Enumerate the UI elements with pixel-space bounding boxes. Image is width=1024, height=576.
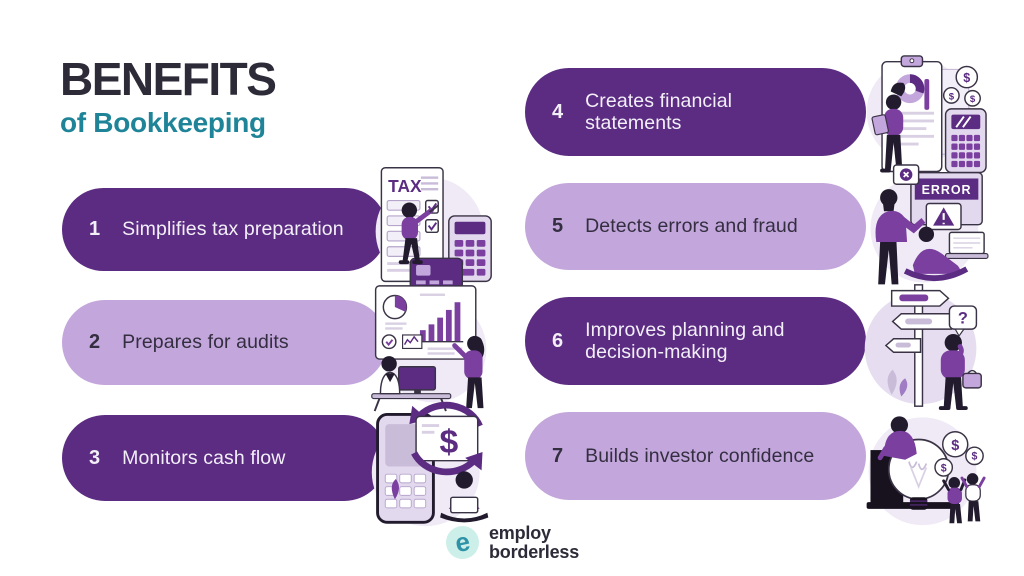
investor-lightbulb-svg: $ $ $	[866, 416, 986, 526]
benefit-item-7: 7 Builds investor confidence $ $ $	[525, 412, 986, 526]
audit-presentation-illustration	[366, 282, 496, 412]
benefit-number-7: 7	[552, 444, 564, 467]
dollar-glyph: $	[439, 423, 458, 461]
benefit-label-7: Builds investor confidence	[585, 444, 815, 467]
audit-presentation-svg	[371, 285, 487, 412]
dollar-glyph: $	[963, 71, 970, 85]
dollar-glyph: $	[941, 462, 947, 474]
page-subtitle: of Bookkeeping	[60, 107, 266, 138]
dollar-glyph: $	[972, 451, 978, 463]
logo-line-1: employ	[489, 523, 551, 543]
tax-documents-illustration: TAX	[366, 162, 496, 292]
benefit-item-2: 2 Prepares for audits	[62, 285, 487, 412]
benefit-number-5: 5	[552, 215, 564, 237]
benefit-label-6: Improves planning and decision-making	[585, 318, 785, 363]
investor-lightbulb-illustration: $ $ $	[857, 400, 987, 530]
logo-line-2: borderless	[489, 541, 580, 562]
benefit-item-1: 1 Simplifies tax preparation TAX	[62, 167, 492, 290]
benefit-label-2: Prepares for audits	[122, 331, 289, 354]
benefit-label-5: Detects errors and fraud	[585, 215, 798, 238]
tax-documents-svg: TAX	[375, 167, 492, 290]
question-glyph: ?	[958, 309, 968, 327]
benefit-item-6: 6 Improves planning and decision-making …	[525, 284, 982, 411]
error-detection-svg: ERROR	[870, 164, 989, 285]
financial-statements-svg: $ $ $	[866, 55, 987, 174]
benefit-number-2: 2	[89, 331, 101, 353]
page-title: BENEFITS	[60, 53, 277, 105]
cash-flow-cycle-svg: $	[371, 401, 489, 527]
dollar-glyph: $	[951, 438, 959, 454]
decision-signpost-svg: ?	[864, 284, 982, 411]
employ-borderless-logo-text: employ borderless	[489, 524, 579, 562]
benefit-item-3: 3 Monitors cash flow $	[62, 401, 489, 527]
benefit-number-3: 3	[89, 446, 101, 469]
dollar-glyph: $	[970, 94, 976, 105]
benefit-number-1: 1	[89, 218, 101, 240]
benefit-label-4: Creates financial statements	[585, 89, 733, 134]
tax-label: TAX	[388, 176, 422, 196]
header: BENEFITS of Bookkeeping	[60, 53, 277, 139]
financial-statements-illustration: $ $ $	[857, 54, 987, 184]
cash-flow-cycle-illustration: $	[366, 401, 496, 531]
benefit-item-5: 5 Detects errors and fraud ERROR	[525, 164, 989, 285]
benefit-label-1: Simplifies tax preparation	[122, 218, 344, 241]
employ-borderless-logo-icon: e	[442, 523, 483, 563]
benefit-label-3: Monitors cash flow	[122, 446, 286, 469]
error-label: ERROR	[922, 183, 972, 197]
benefit-number-6: 6	[552, 329, 564, 352]
dollar-glyph: $	[949, 91, 955, 102]
benefit-number-4: 4	[552, 100, 564, 123]
error-detection-illustration: ERROR	[857, 164, 989, 295]
decision-signpost-illustration: ?	[857, 281, 987, 411]
benefit-item-4: 4 Creates financial statements $ $ $	[525, 55, 987, 174]
employ-borderless-logo: e employ borderless	[442, 523, 579, 563]
